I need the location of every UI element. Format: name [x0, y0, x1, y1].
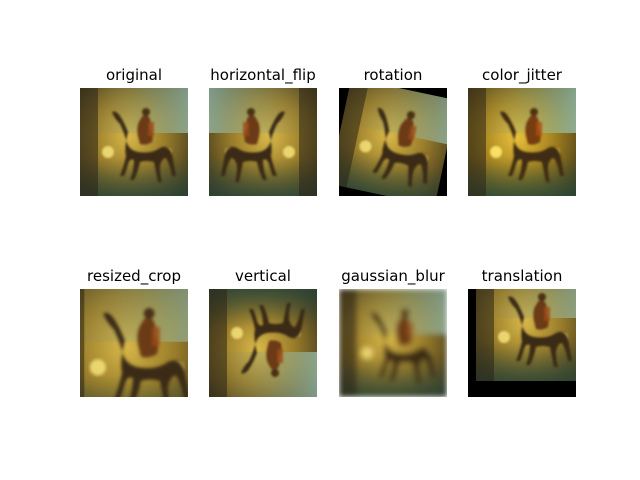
- panel-title: rotation: [363, 66, 423, 84]
- panel-title: original: [105, 66, 163, 84]
- panel-image: [209, 289, 317, 397]
- panel-image: [80, 88, 188, 196]
- panel-image: [339, 289, 447, 397]
- panel-title: translation: [481, 267, 563, 285]
- panel-image: [339, 88, 447, 196]
- panel-image: [468, 88, 576, 196]
- panel-title: horizontal_flip: [210, 66, 316, 84]
- panel-title: vertical: [235, 267, 291, 285]
- panel-image: [80, 289, 188, 397]
- panel-image: [209, 88, 317, 196]
- panel-title: color_jitter: [482, 66, 562, 84]
- panel-image: [468, 289, 576, 397]
- panel-title: gaussian_blur: [341, 267, 445, 285]
- panel-title: resized_crop: [87, 267, 181, 285]
